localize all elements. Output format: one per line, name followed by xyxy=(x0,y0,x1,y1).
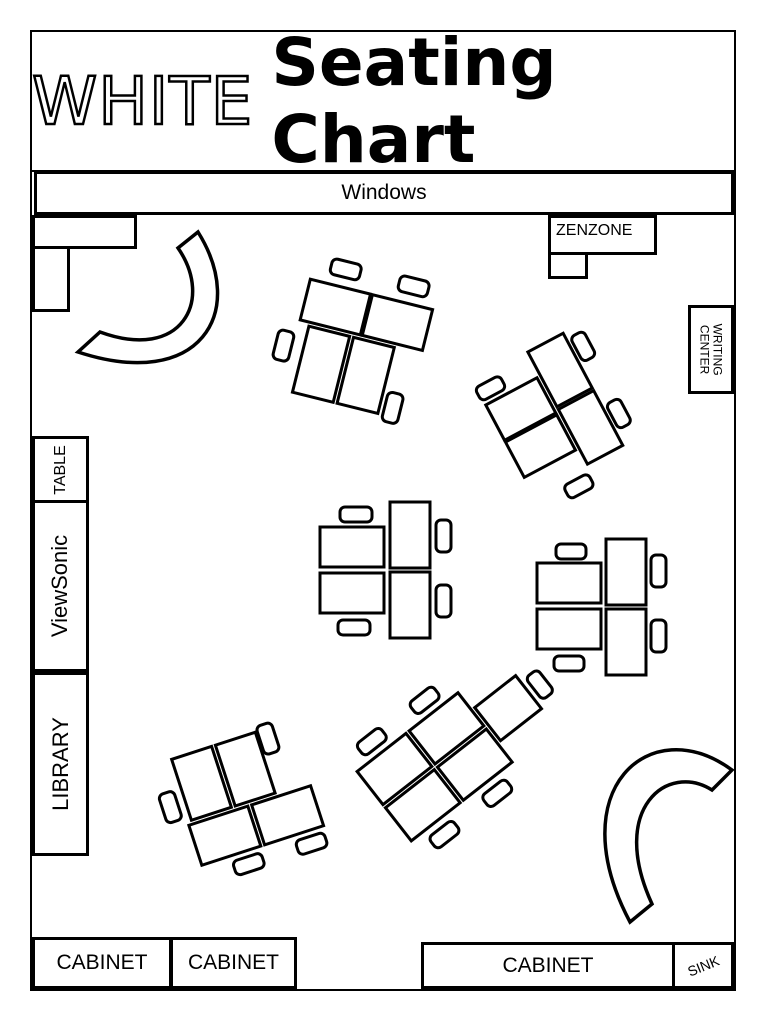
title-banner: WHITE Seating Chart xyxy=(31,24,734,178)
viewsonic-box: ViewSonic xyxy=(32,500,89,672)
cabinet-1: CABINET xyxy=(32,937,172,989)
windows-strip: Windows xyxy=(34,171,734,215)
sink-box: SINK xyxy=(672,942,734,989)
cabinet-2: CABINET xyxy=(170,937,297,989)
zenzone-label: ZENZONE xyxy=(556,222,633,239)
zenzone-seat xyxy=(548,252,588,279)
desk-group-3 xyxy=(318,500,453,640)
title-outline-word: WHITE xyxy=(31,61,254,141)
top-left-shelf xyxy=(32,215,137,249)
zenzone-box: ZENZONE xyxy=(548,215,657,255)
cabinet-3: CABINET xyxy=(421,942,675,989)
desk-group-1 xyxy=(271,257,435,425)
desk-group-6 xyxy=(157,721,329,877)
library-box: LIBRARY xyxy=(32,672,89,856)
cabinet-3-label: CABINET xyxy=(502,953,594,977)
desk-group-4 xyxy=(535,537,668,677)
left-shelf-small xyxy=(32,246,70,312)
windows-label: Windows xyxy=(341,181,427,204)
kidney-table-top-left xyxy=(74,229,220,365)
cabinet-1-label: CABINET xyxy=(56,951,148,974)
cabinet-2-label: CABINET xyxy=(187,951,279,974)
desk-group-2 xyxy=(474,330,632,500)
desk-group-5 xyxy=(355,669,554,850)
classroom-frame xyxy=(30,30,736,991)
kidney-table-bottom-right xyxy=(603,748,735,925)
title-bold-words: Seating Chart xyxy=(271,24,557,178)
writing-center-box: WRITING CENTER xyxy=(688,305,734,394)
